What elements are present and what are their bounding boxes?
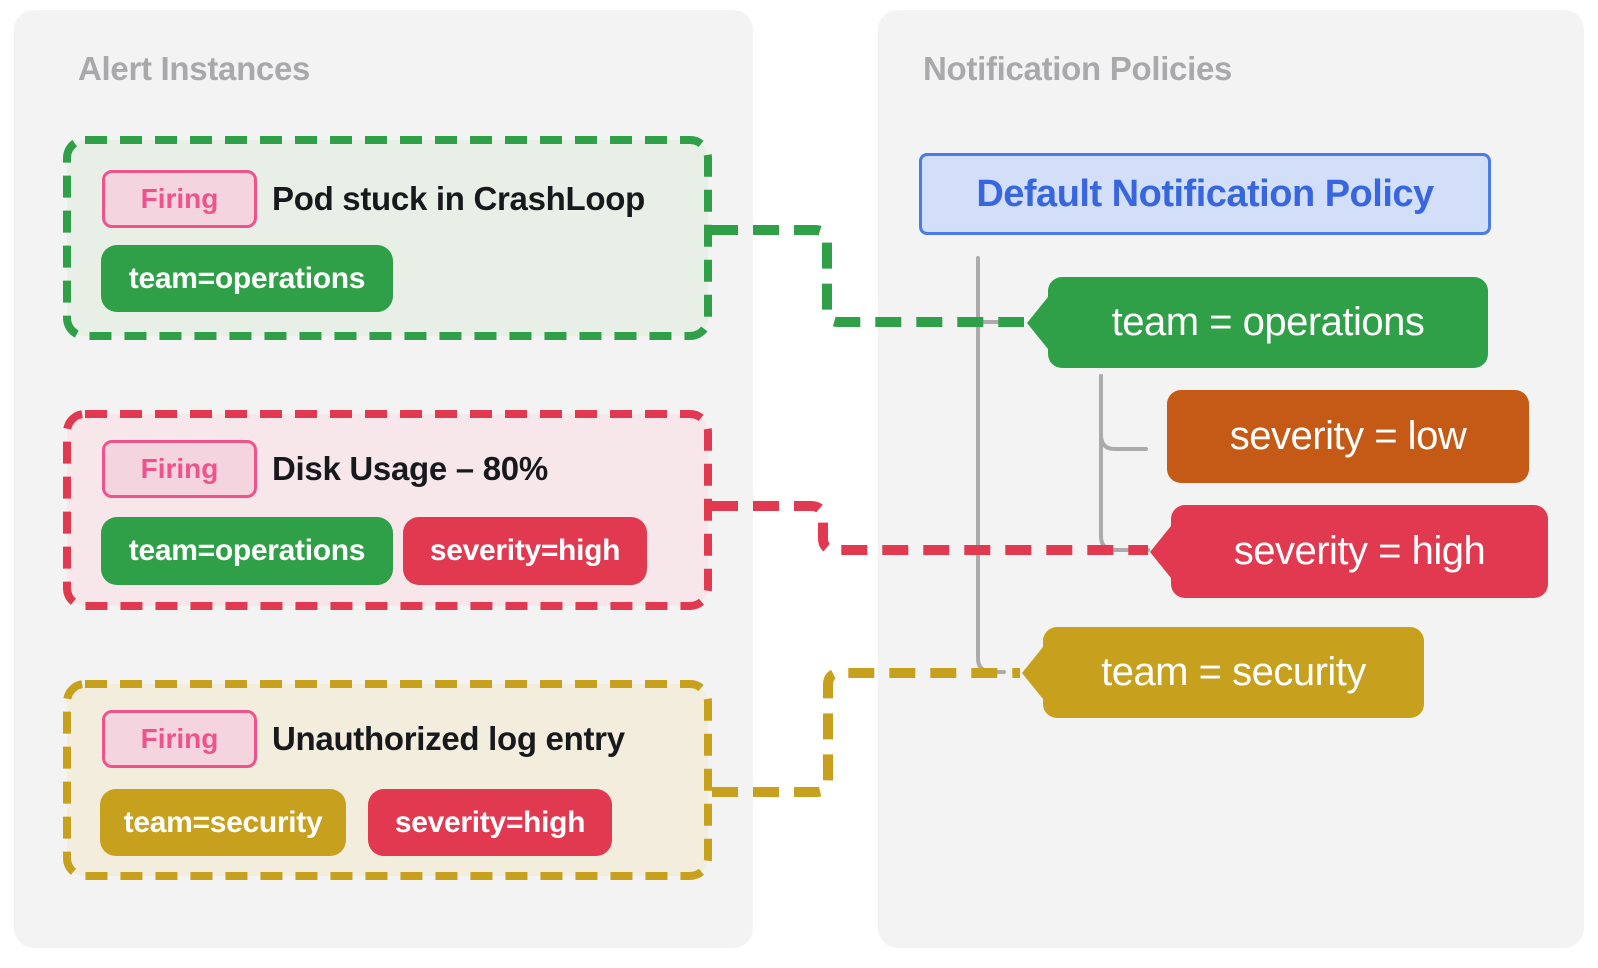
label-chip-team-security: team=security xyxy=(100,789,346,856)
alert-title-crashloop: Pod stuck in CrashLoop xyxy=(272,180,645,217)
default-notification-policy-node: Default Notification Policy xyxy=(919,153,1491,235)
matcher-tag-team-operations: team = operations xyxy=(1027,277,1488,368)
firing-badge: Firing xyxy=(102,710,257,768)
alert-instances-title: Alert Instances xyxy=(78,50,311,87)
label-chip-severity-high: severity=high xyxy=(368,789,612,856)
alert-title-diskusage: Disk Usage – 80% xyxy=(272,450,548,487)
notification-policies-title: Notification Policies xyxy=(923,50,1233,87)
matcher-tag-severity-low: severity = low xyxy=(1167,390,1529,483)
matcher-tag-team-security: team = security xyxy=(1022,627,1424,718)
alert-title-unauthorized: Unauthorized log entry xyxy=(272,720,625,757)
matcher-tag-severity-high: severity = high xyxy=(1150,505,1548,598)
label-chip-team-operations: team=operations xyxy=(101,245,393,312)
firing-badge: Firing xyxy=(102,440,257,498)
firing-badge: Firing xyxy=(102,170,257,228)
label-chip-severity-high: severity=high xyxy=(403,517,647,585)
label-chip-team-operations: team=operations xyxy=(101,517,393,585)
